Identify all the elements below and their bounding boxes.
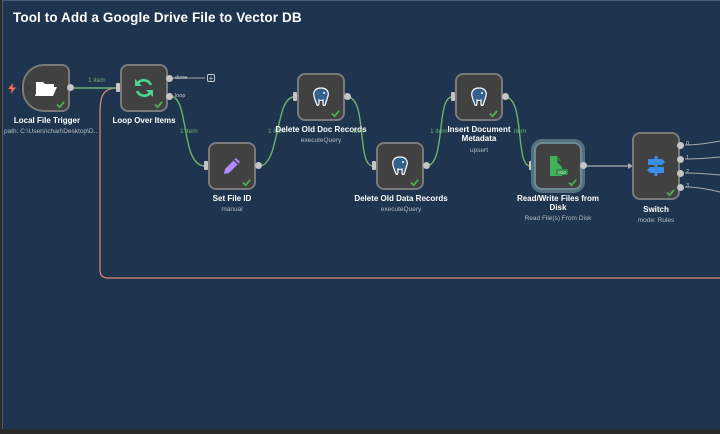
switch-output-label: 0 bbox=[686, 141, 690, 147]
success-check-icon bbox=[410, 179, 419, 187]
node-subtitle: executeQuery bbox=[300, 137, 342, 144]
node-switch[interactable] bbox=[632, 132, 680, 200]
edge-item-count: item bbox=[514, 128, 527, 135]
switch-output-label: 3 bbox=[686, 183, 690, 189]
node-label: Switch bbox=[643, 205, 669, 214]
node-label: Delete Old Data Records bbox=[354, 194, 448, 203]
edge-item-count: 1 item bbox=[430, 128, 448, 135]
node-label: Set File ID bbox=[212, 194, 252, 203]
edge-item-count: item bbox=[352, 128, 365, 135]
success-check-icon bbox=[489, 110, 498, 118]
node-insert-document-metadata[interactable] bbox=[455, 73, 503, 121]
success-check-icon bbox=[56, 101, 65, 109]
insert-output-handle[interactable] bbox=[502, 93, 509, 100]
edge-item-count: 1 item bbox=[88, 77, 106, 84]
postgres-elephant-icon bbox=[313, 87, 329, 107]
workflow-title: Tool to Add a Google Drive File to Vecto… bbox=[13, 10, 302, 25]
trigger-output-handle[interactable] bbox=[67, 84, 74, 91]
switch-output-label: 2 bbox=[686, 169, 690, 175]
connection-setfile-deldoc bbox=[258, 96, 295, 167]
svg-text:010: 010 bbox=[558, 170, 566, 175]
switch-output-3-handle[interactable] bbox=[677, 184, 684, 191]
setfile-output-handle[interactable] bbox=[255, 162, 262, 169]
node-loop-over-items[interactable] bbox=[120, 64, 168, 112]
canvas-bottom-edge bbox=[0, 429, 720, 434]
loop-output-loop-handle[interactable] bbox=[166, 93, 173, 100]
node-subtitle: manual bbox=[221, 206, 243, 213]
loop-output-done-handle[interactable] bbox=[166, 75, 173, 82]
deldata-input-handle[interactable] bbox=[372, 161, 376, 170]
file-binary-icon: 010 bbox=[550, 156, 568, 176]
pencil-icon bbox=[224, 158, 240, 174]
success-check-icon bbox=[242, 179, 251, 187]
output-label-done: done bbox=[175, 75, 188, 81]
node-delete-old-doc-records[interactable] bbox=[297, 73, 345, 121]
readwrite-output-handle[interactable] bbox=[580, 162, 587, 169]
deldoc-output-handle[interactable] bbox=[344, 93, 351, 100]
edge-item-count: 1 item bbox=[180, 128, 198, 135]
output-label-loop: loop bbox=[175, 93, 186, 99]
success-check-icon bbox=[568, 179, 577, 187]
node-set-file-id[interactable] bbox=[208, 142, 256, 190]
switch-output-label: 1 bbox=[686, 155, 690, 161]
node-subtitle: upsert bbox=[469, 147, 489, 154]
switch-output-1-wire bbox=[684, 156, 720, 160]
node-delete-old-data-records[interactable] bbox=[376, 142, 424, 190]
connection-deldata-insert bbox=[425, 96, 453, 167]
node-subtitle: Read File(s) From Disk bbox=[524, 215, 592, 222]
node-subtitle: executeQuery bbox=[380, 206, 422, 213]
switch-output-2-wire bbox=[684, 172, 720, 176]
node-label: Insert Document Metadata bbox=[447, 125, 511, 143]
switch-output-1-handle[interactable] bbox=[677, 156, 684, 163]
node-label: Loop Over Items bbox=[112, 116, 176, 125]
postgres-elephant-icon bbox=[392, 156, 408, 176]
success-check-icon bbox=[666, 189, 675, 197]
node-label: Local File Trigger bbox=[13, 116, 81, 125]
node-subtitle: mode: Rules bbox=[637, 217, 675, 224]
edge-item-count: 1 item bbox=[268, 128, 286, 135]
node-read-write-files-from-disk[interactable]: 010 bbox=[534, 142, 582, 190]
loopback-connection bbox=[99, 87, 720, 279]
setfile-input-handle[interactable] bbox=[204, 161, 208, 170]
loop-input-handle[interactable] bbox=[116, 83, 120, 92]
deldata-output-handle[interactable] bbox=[423, 162, 430, 169]
node-label: Delete Old Doc Records bbox=[275, 125, 367, 134]
postgres-elephant-icon bbox=[471, 87, 487, 107]
success-check-icon bbox=[331, 110, 340, 118]
switch-output-3-wire bbox=[684, 186, 720, 193]
switch-output-0-handle[interactable] bbox=[677, 142, 684, 149]
node-label: Read/Write Files from Disk bbox=[516, 194, 600, 212]
switch-output-2-handle[interactable] bbox=[677, 170, 684, 177]
readwrite-input-handle[interactable] bbox=[529, 161, 533, 170]
switch-output-0-wire bbox=[684, 140, 720, 146]
insert-input-handle[interactable] bbox=[451, 92, 455, 101]
connection-insert-readwrite bbox=[504, 96, 531, 167]
folder-open-icon bbox=[35, 82, 57, 96]
signpost-icon bbox=[647, 156, 665, 176]
success-check-icon bbox=[154, 101, 163, 109]
refresh-loop-icon bbox=[135, 79, 153, 97]
connection-deldoc-deldata bbox=[346, 96, 374, 167]
trigger-bolt-icon bbox=[8, 83, 16, 94]
node-local-file-trigger[interactable] bbox=[22, 64, 70, 112]
connection-loop-setfile bbox=[169, 95, 206, 167]
node-subtitle: path: C:\Users\charl\Desktop\D... bbox=[4, 128, 98, 135]
deldoc-input-handle[interactable] bbox=[293, 92, 297, 101]
add-node-plus-icon[interactable]: + bbox=[207, 74, 215, 83]
